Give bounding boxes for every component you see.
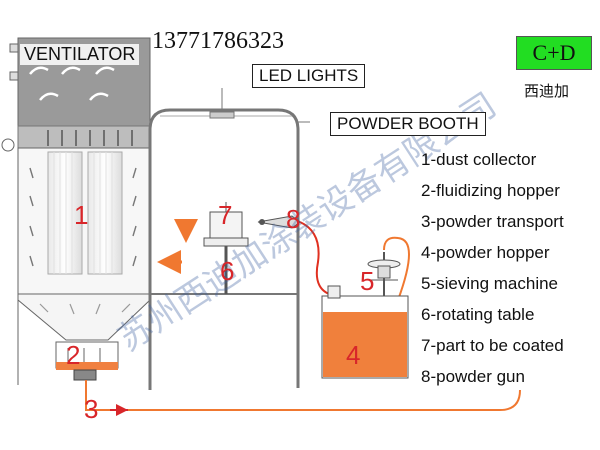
legend-item-1: 1-dust collector xyxy=(421,150,537,169)
number-5: 5 xyxy=(360,266,375,296)
led-lights-fixture xyxy=(209,111,235,119)
number-3: 3 xyxy=(84,394,99,424)
legend-item-8: 8-powder gun xyxy=(421,367,525,386)
legend-item-2: 2-fluidizing hopper xyxy=(421,181,560,200)
sieving-machine xyxy=(367,252,401,296)
powder-transport-line-lower xyxy=(85,380,521,411)
brand-logo-text: C+D xyxy=(532,40,576,65)
powder-booth-label: POWDER BOOTH xyxy=(330,112,486,136)
number-1: 1 xyxy=(74,200,89,230)
updraft-arrows xyxy=(47,130,133,146)
number-7: 7 xyxy=(218,200,233,230)
brand-name: 西迪加 xyxy=(524,82,570,100)
exhaust-outlets xyxy=(1,43,19,152)
legend-item-5: 5-sieving machine xyxy=(421,274,559,293)
gun-hose xyxy=(299,221,337,297)
legend-item-3: 3-powder transport xyxy=(421,212,564,231)
legend-item-7: 7-part to be coated xyxy=(421,336,564,355)
number-6: 6 xyxy=(220,256,235,286)
ventilator-label: VENTILATOR xyxy=(20,44,140,65)
legend-item-6: 6-rotating table xyxy=(421,305,535,324)
phone-number: 13771786323 xyxy=(152,28,284,54)
number-2: 2 xyxy=(66,340,81,370)
legend-item-4: 4-powder hopper xyxy=(421,243,550,262)
powder-hopper xyxy=(321,285,409,379)
part-to-be-coated xyxy=(209,202,243,239)
number-8: 8 xyxy=(286,204,301,234)
fan-flow-arrows xyxy=(29,66,115,101)
number-4: 4 xyxy=(346,340,361,370)
filter-cartridge-right xyxy=(87,151,123,275)
dust-collector xyxy=(17,147,151,295)
fluidizing-hopper xyxy=(55,341,119,381)
brand-logo: C+D xyxy=(516,36,592,70)
booth-flow-arrows xyxy=(157,219,198,274)
led-lights-label: LED LIGHTS xyxy=(252,64,366,88)
collector-flow-arrows xyxy=(29,167,137,267)
powder-transport-line-upper xyxy=(383,236,410,301)
